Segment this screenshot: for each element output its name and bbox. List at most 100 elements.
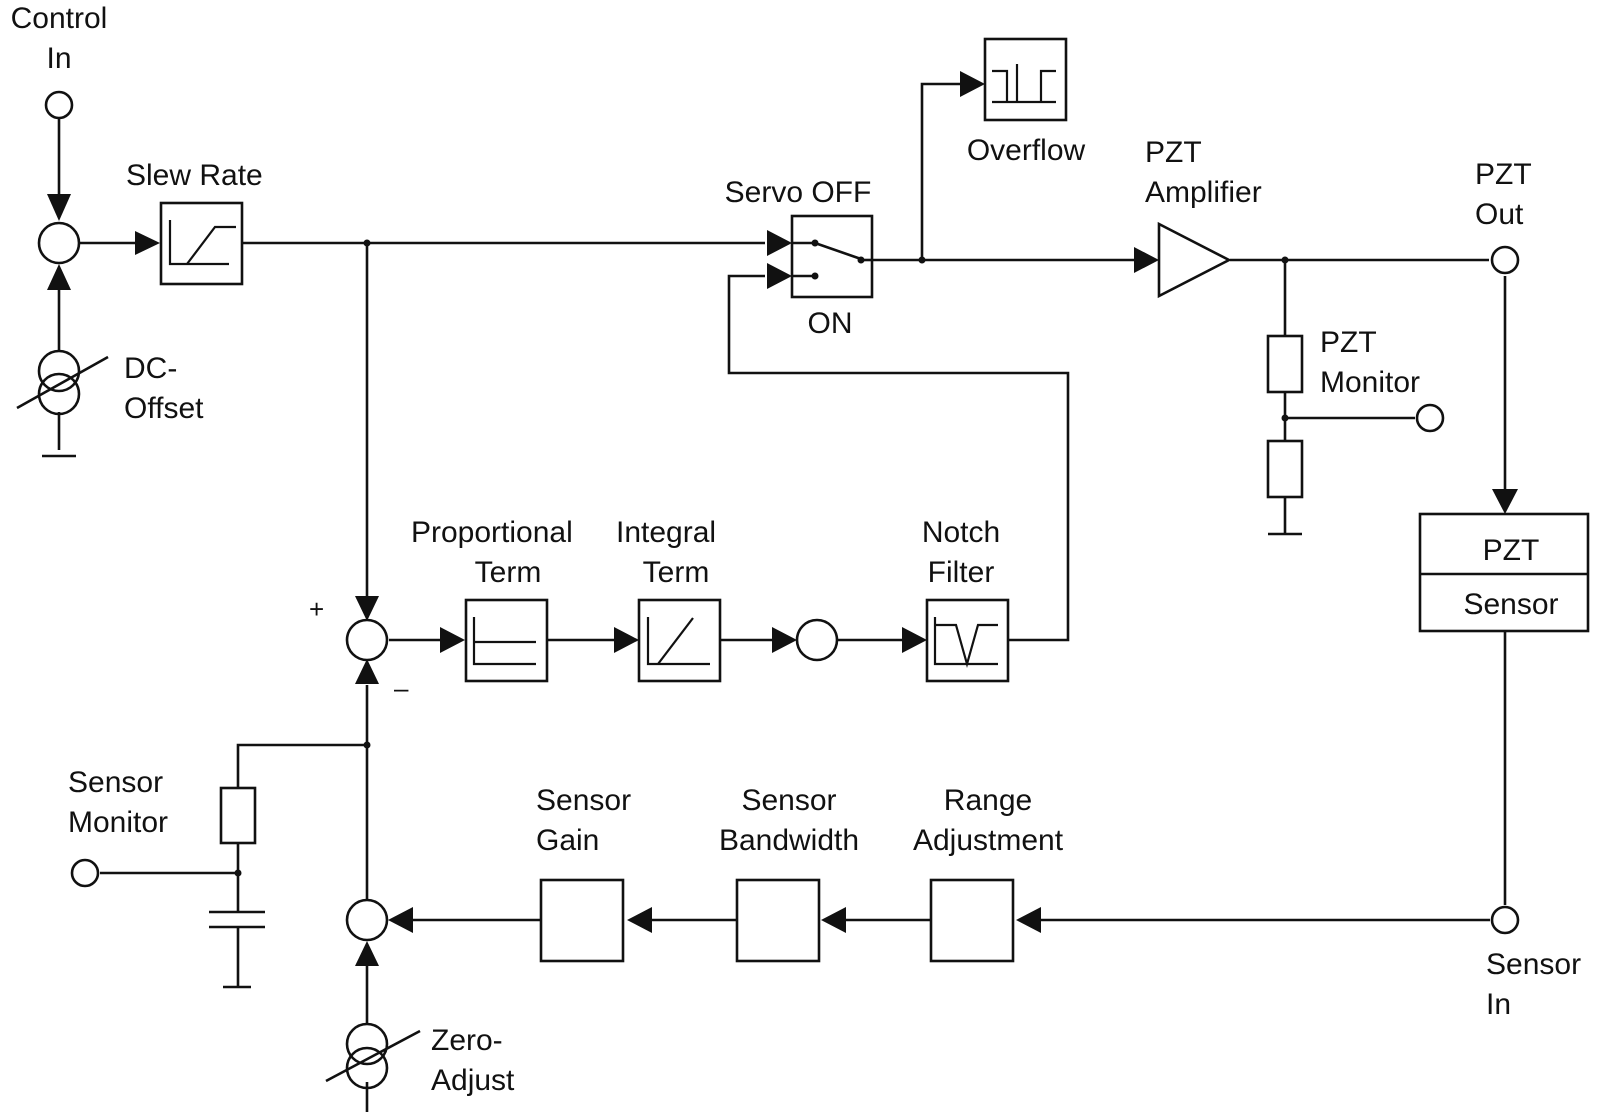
adjustable-slash-icon bbox=[16, 355, 109, 410]
arrow-down-icon bbox=[47, 194, 71, 221]
notch-filter-label: Notch bbox=[922, 516, 1000, 549]
sensor-gain-block[interactable] bbox=[539, 878, 625, 963]
zero-adjust-source[interactable] bbox=[325, 1022, 421, 1090]
arrow-right-icon bbox=[772, 627, 797, 653]
junction-dots bbox=[234, 239, 1289, 877]
junction-dot bbox=[234, 869, 242, 877]
dc-offset-source[interactable] bbox=[16, 349, 109, 416]
pzt-out-terminal[interactable] bbox=[1490, 245, 1520, 275]
p-axes-icon bbox=[472, 617, 536, 666]
arrow-right-icon bbox=[767, 263, 792, 289]
junction-dot bbox=[363, 239, 371, 247]
sensor-monitor-label: Monitor bbox=[68, 806, 168, 839]
arrow-down-icon bbox=[355, 596, 379, 621]
wire-sensor-monitor-branch bbox=[236, 743, 367, 788]
pulse-icon bbox=[992, 69, 1009, 102]
source-circle-top bbox=[37, 349, 81, 393]
terminals bbox=[44, 90, 1520, 935]
slew-ramp-icon bbox=[186, 225, 236, 265]
arrow-left-icon bbox=[1016, 907, 1041, 933]
sensor-monitor-terminal[interactable] bbox=[70, 858, 100, 888]
pzt-amplifier-label: PZT bbox=[1145, 136, 1202, 169]
notch-axes-icon bbox=[933, 617, 998, 666]
control-in-label: In bbox=[46, 42, 71, 75]
error-summing-junction bbox=[345, 618, 389, 662]
integral-term-label: Integral bbox=[616, 516, 716, 549]
dc-offset-label: DC- bbox=[124, 352, 177, 385]
arrow-right-icon bbox=[767, 230, 792, 256]
switch-contact bbox=[811, 272, 819, 280]
dc-offset-label: Offset bbox=[124, 392, 204, 425]
sensor-gain-label: Sensor bbox=[536, 784, 631, 817]
arrow-right-icon bbox=[135, 231, 160, 255]
servo-off-label: Servo OFF bbox=[725, 176, 872, 209]
integral-term-label: Term bbox=[643, 556, 710, 589]
slew-rate-block[interactable] bbox=[159, 201, 244, 286]
sensor-bandwidth-label: Sensor bbox=[741, 784, 836, 817]
sensor-gain-label: Gain bbox=[536, 824, 599, 857]
arrow-left-icon bbox=[821, 907, 846, 933]
sensor-summing-junction bbox=[345, 898, 389, 942]
pzt-out-label: Out bbox=[1475, 198, 1524, 231]
arrow-right-icon bbox=[614, 627, 639, 653]
notch-curve-icon bbox=[935, 623, 998, 669]
pzt-monitor-label: PZT bbox=[1320, 326, 1377, 359]
slew-axes-icon bbox=[168, 220, 229, 266]
control-in-terminal[interactable] bbox=[44, 90, 74, 120]
sensor-in-label: In bbox=[1486, 988, 1511, 1021]
switch-contact bbox=[811, 239, 819, 247]
sensor-monitor-label: Sensor bbox=[68, 766, 163, 799]
servo-switch[interactable] bbox=[790, 214, 874, 299]
sensor-in-terminal[interactable] bbox=[1490, 905, 1520, 935]
labels: Control In Slew Rate DC- Offset Servo OF… bbox=[11, 2, 1581, 1097]
pzt-monitor-label: Monitor bbox=[1320, 366, 1420, 399]
integral-term-block[interactable] bbox=[637, 598, 722, 683]
resistor-icon bbox=[1266, 439, 1304, 499]
block-frame bbox=[1418, 512, 1590, 633]
arrow-up-icon bbox=[47, 264, 71, 290]
range-adjustment-block[interactable] bbox=[929, 878, 1015, 963]
arrow-right-icon bbox=[960, 71, 985, 97]
pid-summing-node bbox=[795, 618, 839, 662]
pulse-icon bbox=[1039, 69, 1056, 102]
resistor-icon bbox=[219, 786, 257, 845]
arrow-down-icon bbox=[1492, 489, 1518, 514]
pzt-amplifier-icon[interactable] bbox=[1157, 221, 1232, 299]
i-ramp-icon bbox=[657, 617, 694, 665]
block-frame bbox=[637, 598, 722, 683]
pzt-out-label: PZT bbox=[1475, 158, 1532, 191]
pzt-sensor-block bbox=[1418, 512, 1590, 633]
wires bbox=[42, 82, 1507, 1112]
junction-dot bbox=[918, 256, 926, 264]
minus-sign: – bbox=[394, 673, 409, 703]
arrow-left-icon bbox=[388, 907, 413, 933]
block-frame bbox=[790, 214, 874, 299]
arrowheads bbox=[47, 71, 1518, 966]
sensor-bandwidth-label: Bandwidth bbox=[719, 824, 859, 857]
sensor-bandwidth-block[interactable] bbox=[735, 878, 821, 963]
input-summing-junction bbox=[37, 221, 81, 265]
control-in-label: Control bbox=[11, 2, 108, 35]
range-adjustment-label: Range bbox=[944, 784, 1032, 817]
i-axes-icon bbox=[646, 617, 710, 666]
arrow-right-icon bbox=[902, 627, 927, 653]
slew-rate-label: Slew Rate bbox=[126, 159, 263, 192]
arrow-up-icon bbox=[355, 941, 379, 966]
wire-overflow bbox=[920, 82, 960, 260]
wire-notch-servo-on bbox=[727, 274, 1070, 642]
proportional-term-block[interactable] bbox=[464, 598, 549, 683]
notch-filter-block[interactable] bbox=[925, 598, 1010, 683]
pzt-monitor-terminal[interactable] bbox=[1415, 403, 1445, 433]
zero-adjust-label: Adjust bbox=[431, 1064, 515, 1097]
switch-pivot bbox=[857, 256, 865, 264]
servo-on-label: ON bbox=[808, 307, 853, 340]
notch-filter-label: Filter bbox=[928, 556, 995, 589]
plus-sign: + bbox=[309, 594, 324, 624]
proportional-term-label: Term bbox=[475, 556, 542, 589]
overflow-label: Overflow bbox=[967, 134, 1086, 167]
sensor-in-label: Sensor bbox=[1486, 948, 1581, 981]
zero-adjust-label: Zero- bbox=[431, 1024, 503, 1057]
arrow-right-icon bbox=[1134, 247, 1159, 273]
arrow-left-icon bbox=[627, 907, 652, 933]
